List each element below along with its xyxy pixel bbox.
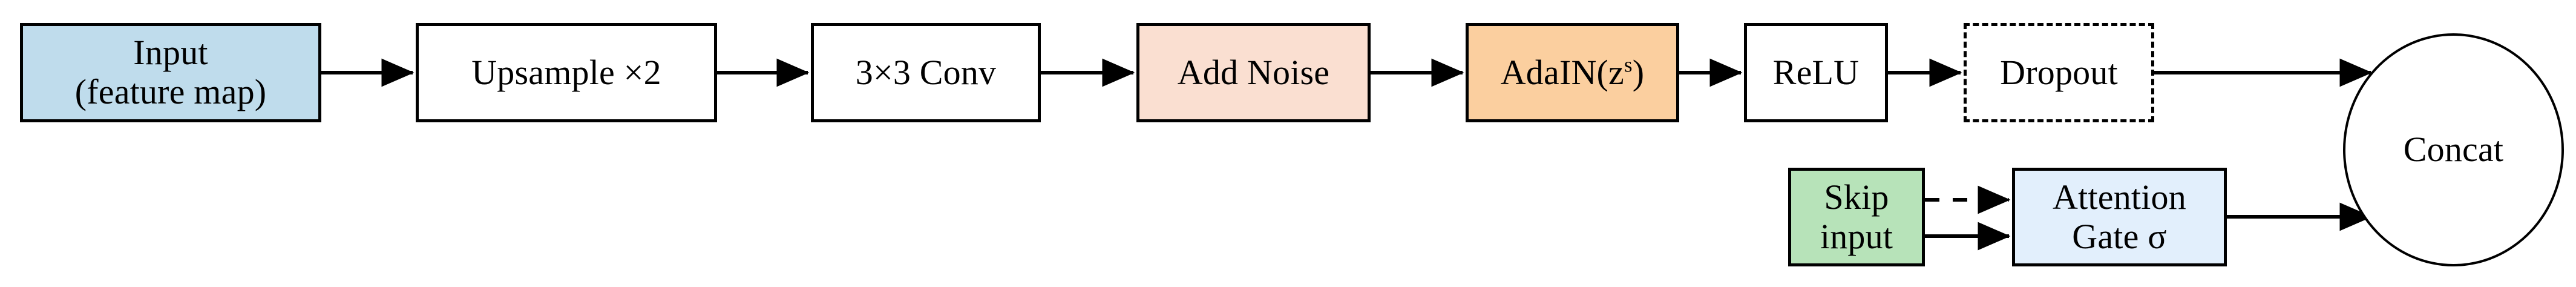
node-dropout[interactable]: Dropout bbox=[1964, 23, 2154, 122]
node-label: Concat bbox=[2403, 130, 2504, 170]
node-label: Upsample ×2 bbox=[471, 52, 661, 92]
node-label-prefix: AdaIN(z bbox=[1500, 52, 1625, 92]
node-label-superscript: s bbox=[1624, 53, 1633, 77]
node-input-feature-map[interactable]: Input (feature map) bbox=[20, 23, 321, 122]
node-label: Dropout bbox=[2000, 52, 2118, 92]
node-label: ReLU bbox=[1772, 52, 1860, 92]
node-relu[interactable]: ReLU bbox=[1744, 23, 1888, 122]
node-label: Attention Gate σ bbox=[2053, 177, 2186, 256]
node-upsample[interactable]: Upsample ×2 bbox=[416, 23, 717, 122]
node-concat[interactable]: Concat bbox=[2343, 33, 2564, 266]
node-adain[interactable]: AdaIN(zs) bbox=[1466, 23, 1679, 122]
node-attention-gate[interactable]: Attention Gate σ bbox=[2012, 168, 2227, 266]
node-label: Skip input bbox=[1820, 177, 1893, 256]
node-skip-input[interactable]: Skip input bbox=[1788, 168, 1925, 266]
node-label-suffix: ) bbox=[1632, 52, 1645, 92]
node-label-adain: AdaIN(zs) bbox=[1501, 53, 1645, 93]
node-conv-3x3[interactable]: 3×3 Conv bbox=[811, 23, 1041, 122]
node-label: Input (feature map) bbox=[74, 33, 267, 111]
node-label: Add Noise bbox=[1177, 52, 1330, 92]
node-label: 3×3 Conv bbox=[855, 52, 997, 92]
node-add-noise[interactable]: Add Noise bbox=[1136, 23, 1371, 122]
